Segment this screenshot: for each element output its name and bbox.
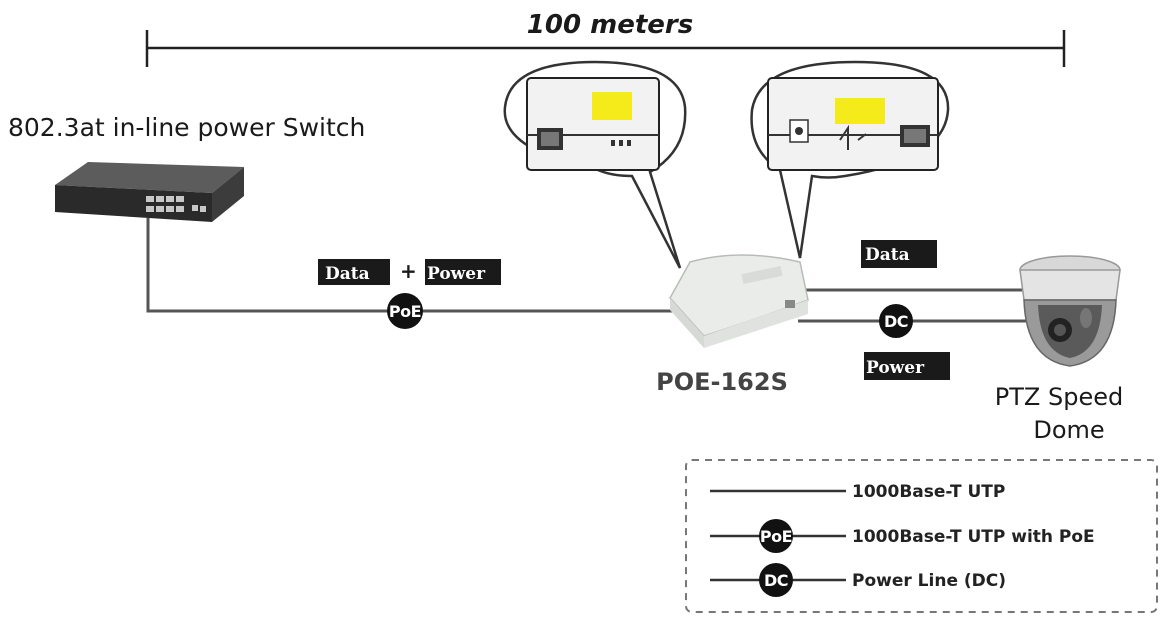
tag-data-left: Data	[325, 264, 370, 284]
legend-label-dc: Power Line (DC)	[852, 571, 1006, 591]
legend-item-poe: PoE 1000Base-T UTP with PoE	[710, 519, 1095, 553]
legend-label-utp: 1000Base-T UTP	[852, 482, 1005, 502]
legend-badge-poe: PoE	[760, 527, 792, 546]
cables	[146, 218, 1040, 323]
tag-power-right: Power	[866, 358, 925, 378]
poe-162s-device	[669, 254, 809, 348]
distance-label: 100 meters	[527, 10, 693, 40]
tag-data-right: Data	[865, 245, 910, 265]
device-model-label: POE-162S	[656, 368, 788, 396]
legend-badge-dc: DC	[764, 571, 788, 590]
poe-badge-label: PoE	[389, 302, 421, 321]
poe-badge: PoE	[387, 293, 423, 329]
legend-item-utp: 1000Base-T UTP	[710, 482, 1005, 502]
distance-dimension: 100 meters	[145, 10, 1066, 67]
tag-data-right-group: Data	[861, 240, 937, 268]
switch-label: 802.3at in-line power Switch	[8, 113, 365, 142]
legend: 1000Base-T UTP PoE 1000Base-T UTP with P…	[685, 459, 1158, 613]
dc-badge-label: DC	[884, 312, 908, 331]
poe-cable	[146, 218, 675, 313]
legend-label-poe: 1000Base-T UTP with PoE	[852, 527, 1095, 547]
dome-label-line2: Dome	[1033, 416, 1104, 444]
callout-right	[750, 60, 950, 259]
ptz-camera-icon	[1019, 255, 1121, 367]
tag-power-left: Power	[427, 264, 486, 284]
tag-power-right-group: Power	[864, 352, 950, 380]
tag-power-left-group: Power	[425, 259, 501, 285]
callout-left	[503, 60, 687, 269]
tag-data-left-group: Data	[318, 259, 390, 285]
poe-switch-device	[55, 162, 244, 222]
dome-label-line1: PTZ Speed	[995, 383, 1123, 411]
tag-plus: +	[400, 259, 417, 283]
dc-badge: DC	[879, 304, 913, 338]
legend-item-dc: DC Power Line (DC)	[710, 563, 1006, 597]
